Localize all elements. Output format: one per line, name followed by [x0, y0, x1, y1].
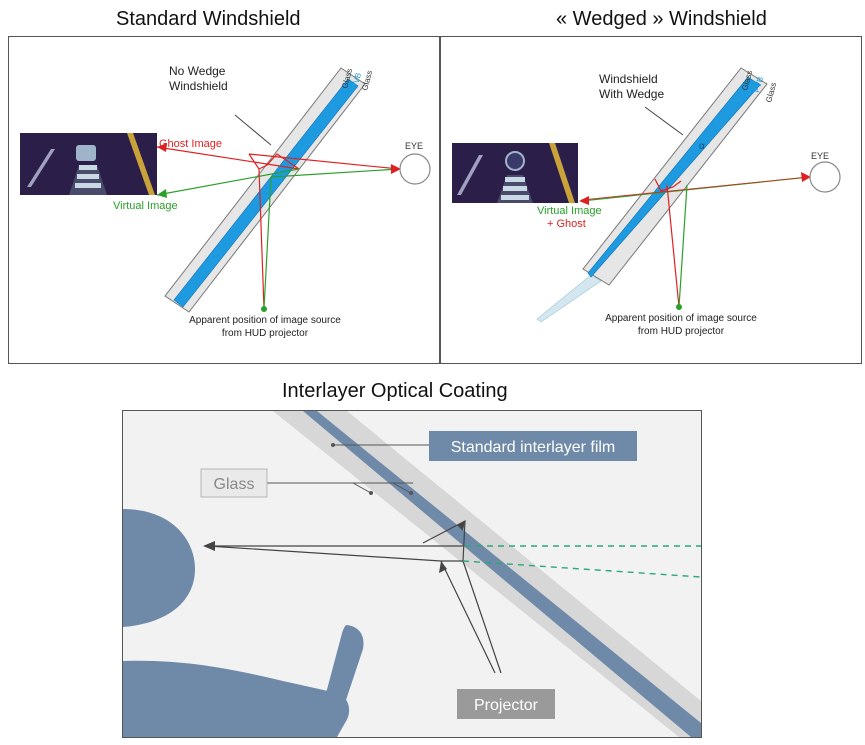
- virtual-arrow-head: [157, 189, 167, 198]
- image-source-label-line2: from HUD projector: [638, 326, 725, 337]
- pvb-layer: [173, 78, 359, 308]
- virtual-ghost-ray-red: [580, 176, 810, 201]
- eye-label: EYE: [405, 141, 423, 151]
- interlayer-coating-title: Interlayer Optical Coating: [282, 380, 508, 402]
- projector-ray-green: [678, 184, 688, 308]
- standard-windshield-diagram: No Wedge Windshield Glass PVB Glass Ghos…: [20, 64, 431, 339]
- driver-figure: [123, 509, 364, 737]
- glass-callout-dot-1: [369, 491, 373, 495]
- image-source-label-line1: Apparent position of image source: [605, 313, 757, 324]
- eye-arrow-red: [391, 164, 401, 174]
- virtual-ray-to-image: [156, 168, 300, 196]
- standard-windshield-panel: No Wedge Windshield Glass PVB Glass Ghos…: [8, 36, 440, 364]
- virtual-arrow-head: [579, 196, 589, 205]
- wedged-windshield-diagram: α Windshield With Wedge Glass PVB Glass …: [452, 67, 841, 337]
- eye-label: EYE: [811, 151, 829, 161]
- reflection-paths: [422, 519, 466, 562]
- eye-icon: [399, 153, 431, 185]
- interlayer-film: [303, 411, 701, 737]
- layer-pvb-label: PVB: [350, 72, 363, 90]
- image-source-label-line1: Apparent position of image source: [189, 315, 341, 326]
- projector-ray-green: [263, 176, 272, 310]
- dashed-projection-lower: [462, 560, 701, 578]
- image-source-point: [676, 304, 682, 310]
- ghost-label: + Ghost: [547, 218, 586, 230]
- projector-ray-red: [258, 168, 265, 310]
- projector-arrowhead-1: [439, 561, 447, 573]
- virtual-ray-to-eye: [270, 168, 400, 178]
- windshield-label-line1: Windshield: [599, 72, 658, 86]
- wedged-windshield-panel: α Windshield With Wedge Glass PVB Glass …: [440, 36, 862, 364]
- windshield-label-line2: Windshield: [169, 79, 228, 93]
- eye-arrow-head: [801, 172, 811, 182]
- film-label-box: [429, 431, 637, 461]
- film-callout-dot: [331, 443, 335, 447]
- projector-label: Projector: [474, 697, 539, 714]
- interlayer-coating-panel: Standard interlayer film Glass Projector: [122, 410, 702, 738]
- ghost-ray-reflection: [248, 153, 300, 170]
- road-image: [452, 143, 578, 203]
- glass-callout-dot-2: [409, 491, 413, 495]
- projector-ray-red: [666, 184, 680, 308]
- windshield-label-line1: No Wedge: [169, 64, 226, 78]
- image-source-label-line2: from HUD projector: [222, 328, 309, 339]
- layer-glass-bottom-label: Glass: [360, 69, 374, 91]
- ghost-arrow-head: [157, 143, 167, 152]
- ghost-image-label: Ghost Image: [159, 138, 222, 150]
- image-source-point: [261, 306, 267, 312]
- wedge-angle-mark: α: [699, 141, 705, 152]
- virtual-image-label: Virtual Image: [113, 200, 178, 212]
- windshield-label-line2: With Wedge: [599, 87, 664, 101]
- projector-ray-2: [462, 560, 502, 674]
- glass-callout-to-dot1: [352, 482, 372, 494]
- standard-windshield-title: Standard Windshield: [116, 8, 301, 30]
- windshield-pointer-line: [644, 106, 684, 136]
- interlayer-coating-diagram: Standard interlayer film Glass Projector: [123, 411, 701, 737]
- film-label: Standard interlayer film: [451, 439, 616, 456]
- wedge-glass-tail: [536, 274, 602, 323]
- eye-icon: [809, 161, 841, 193]
- windshield-pointer-line: [234, 114, 272, 146]
- virtual-image-label: Virtual Image: [537, 205, 602, 217]
- glass-label: Glass: [214, 476, 255, 493]
- pvb-wedge-layer: [587, 76, 761, 278]
- ghost-image-ray: [206, 545, 442, 562]
- wedged-windshield-title: « Wedged » Windshield: [556, 8, 767, 30]
- ghost-ray-to-image: [156, 146, 300, 170]
- layer-pvb-label: PVB: [752, 76, 765, 94]
- glass-callout-to-dot2: [392, 482, 412, 494]
- road-image: [20, 133, 157, 195]
- projector-ray-1: [440, 560, 496, 674]
- projector-arrowhead-2: [457, 521, 465, 531]
- projector-label-box: [457, 689, 555, 719]
- glass-label-box: [200, 468, 268, 498]
